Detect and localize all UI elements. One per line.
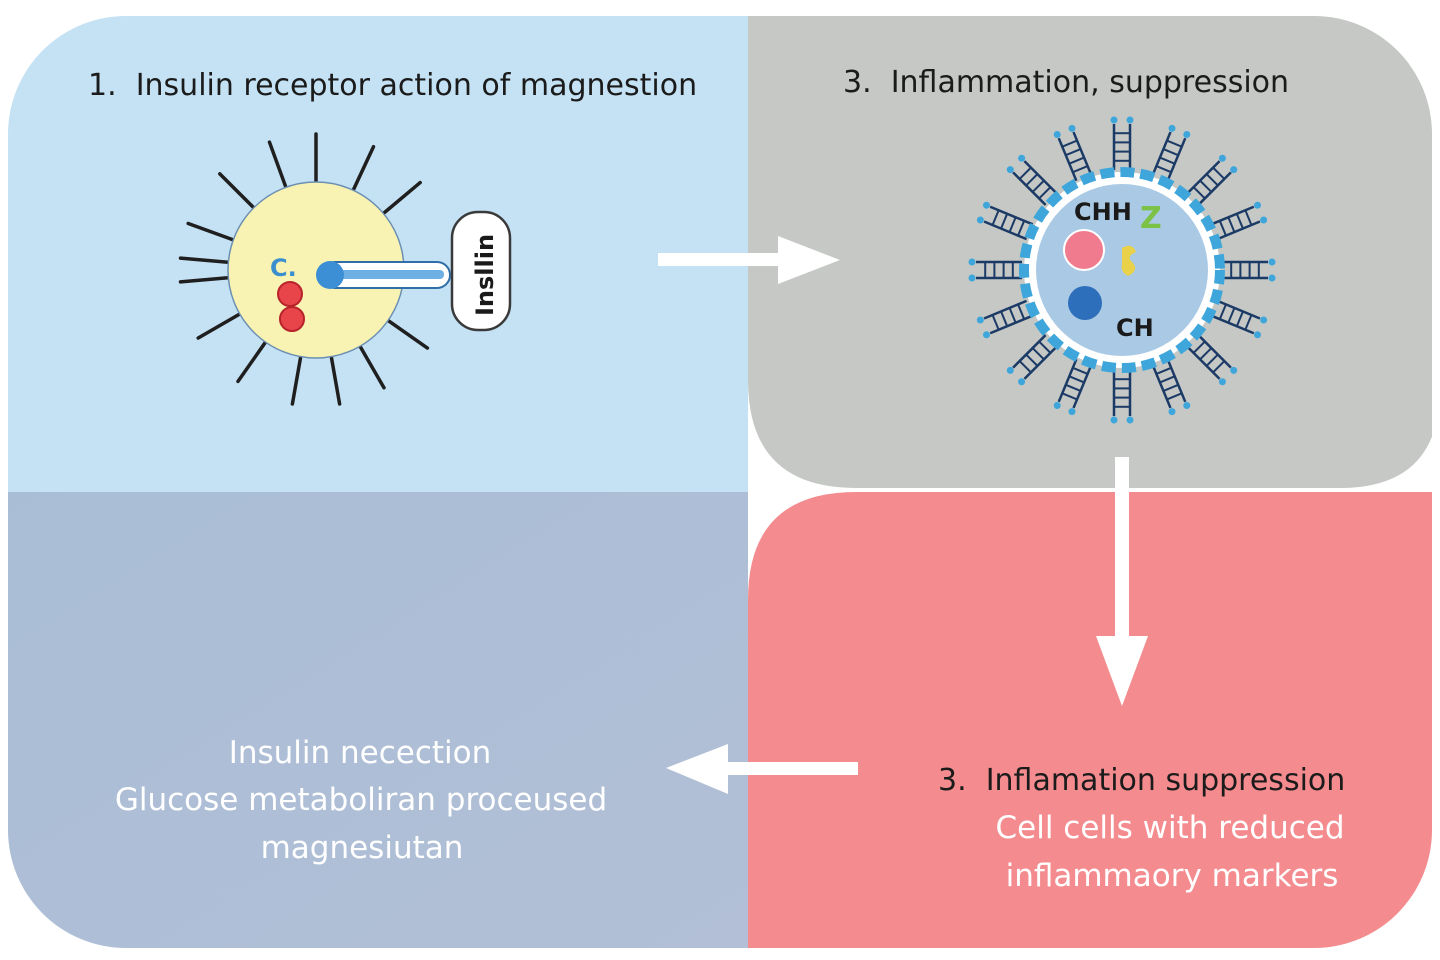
receptor-spike [378,180,422,218]
insulin-tag-label: Insllin [471,234,499,316]
yellow-mark [1121,245,1136,276]
receptor-spike [267,140,290,193]
membrane-ladders [968,116,1276,424]
receptor-spike [236,337,270,384]
label-z: Z [1140,201,1162,236]
panel-title-insulin-receptor: 1. Insulin receptor action of magnestion [88,68,697,103]
receptor-spike [356,340,386,390]
membrane-ladder [1186,334,1238,386]
membrane-ladder [1186,154,1238,206]
receptor-spike [349,144,376,196]
blue-molecule [1068,286,1102,320]
result-line-1: Cell cells with reduced [995,810,1344,846]
pink-molecule [1063,229,1105,271]
membrane-ladder [1151,358,1191,416]
panel-title-inflamation-suppression: 3. Inflamation suppression [938,763,1345,798]
result-line-2: inflammaory markers [1006,858,1339,894]
membrane-ladder [1053,358,1093,416]
panel-glucose-metabolism [8,492,748,948]
membrane-ladder [976,299,1034,339]
receptor-spike [186,221,239,244]
insulin-tag [450,210,512,332]
inflammation-cell-illustration: CHH Z CH [968,116,1276,424]
panel-title-inflammation-suppression: 3. Inflammation, suppression [843,65,1289,100]
receptor-spike [178,256,235,265]
receptor-spike [290,350,304,406]
membrane-ladder [1210,299,1268,339]
receptor-spike [218,172,259,213]
receptor-spike [196,310,246,340]
membrane-ladder [1006,334,1058,386]
metabolism-line-1: Insulin necection [229,735,492,771]
panel-inflammation-result [748,492,1432,948]
membrane-ladder [1110,116,1134,170]
membrane-ladder [1151,124,1191,182]
insulin-cell-illustration: C. Insllin [178,132,512,406]
label-chh: CHH [1074,198,1132,226]
membrane-ladder [1210,201,1268,241]
membrane-ladder [968,258,1022,282]
label-ch: CH [1116,314,1154,342]
membrane-ladder [1110,370,1134,424]
arrow-left [666,744,858,794]
receptor-spikes [178,132,430,406]
metabolism-line-3: magnesiutan [261,830,464,866]
red-blob-top [277,281,303,307]
receptor-spike [383,316,430,350]
cell-small-label: C. [270,254,297,282]
arrow-down [1096,457,1148,706]
membrane-ladder [1222,258,1276,282]
arrow-right [658,236,840,284]
receptor-spike [328,350,342,406]
metabolism-line-2: Glucose metaboliran proceused [115,782,607,818]
membrane-ladder [1006,154,1058,206]
red-blob-bottom [279,306,305,332]
receptor-spike [178,275,235,284]
membrane-ladder [1053,124,1093,182]
membrane-ladder [976,201,1034,241]
